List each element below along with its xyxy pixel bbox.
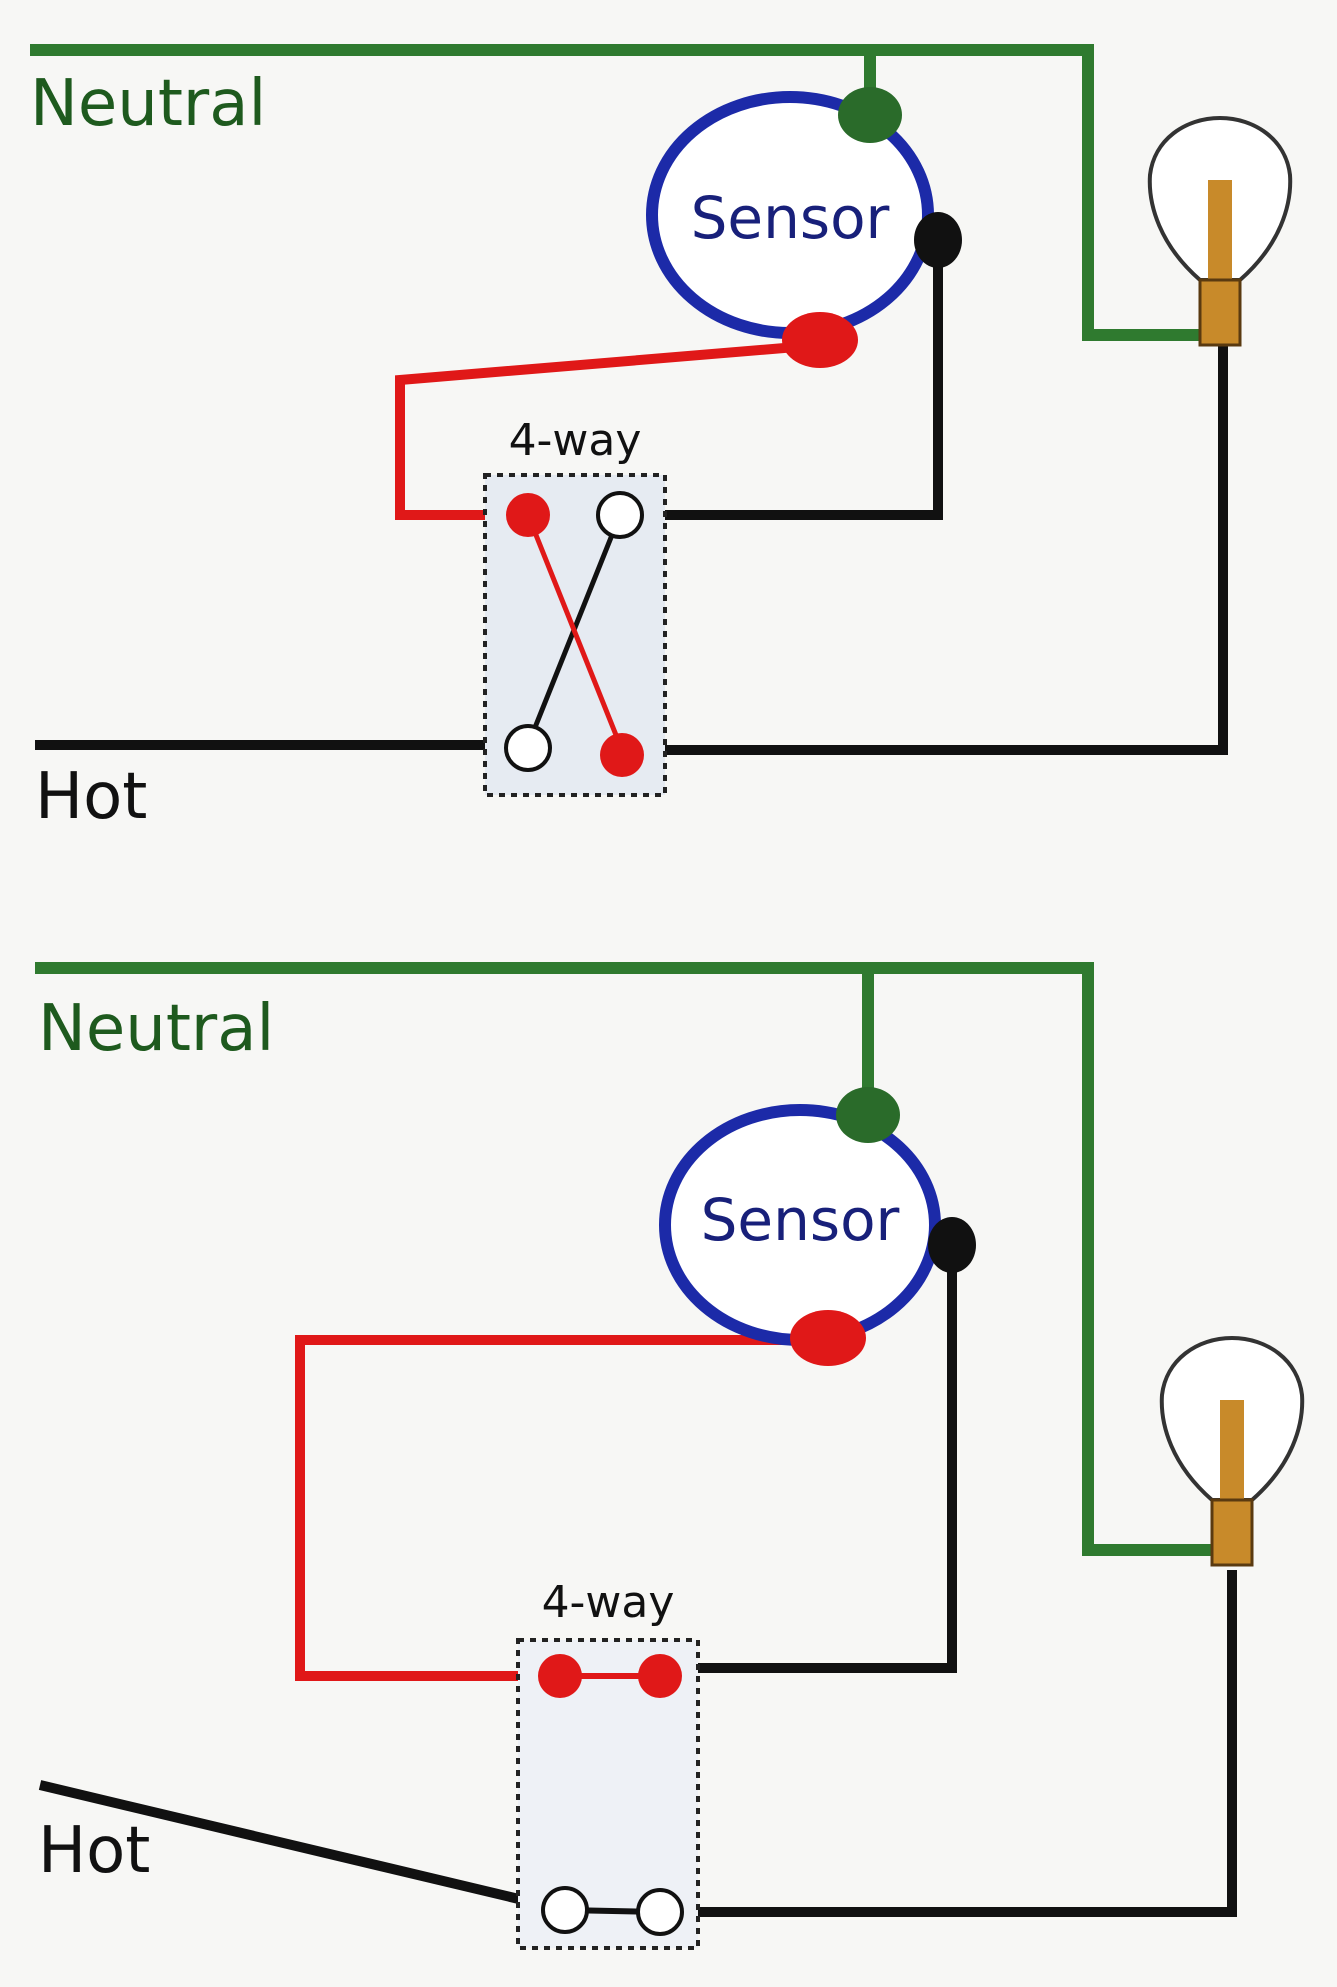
bulb-filament-support: [1220, 1400, 1244, 1500]
switch-terminal-bottom-left: [504, 724, 552, 772]
switch-terminal-top-right: [638, 1654, 682, 1698]
traveler-wire: [295, 1335, 828, 1681]
traveler-wire: [395, 340, 821, 520]
switch-terminal-top-left: [538, 1654, 582, 1698]
switch-terminal-top-left: [506, 493, 550, 537]
sensor-label: Sensor: [691, 184, 890, 252]
sensor-neutral-terminal: [836, 1087, 900, 1143]
light-bulb-icon: [1159, 1335, 1305, 1567]
sensor-black-wire: [622, 235, 943, 520]
bulb-base: [1210, 1498, 1254, 1567]
switch-label: 4-way: [542, 1577, 675, 1628]
neutral-label: Neutral: [30, 67, 266, 141]
sensor: Sensor: [659, 1087, 976, 1366]
switch-terminal-bottom-right: [636, 1888, 684, 1936]
diagram-bottom: Sensor 4-way Neutral Hot: [35, 962, 1305, 1950]
hot-label: Hot: [38, 1814, 150, 1888]
switch-terminal-bottom-left: [541, 1886, 589, 1934]
sensor-black-wire: [660, 1245, 957, 1673]
hot-wire-feed: [38, 1780, 567, 1915]
sensor: Sensor: [646, 87, 962, 368]
hot-wires: [35, 235, 1228, 755]
switch-terminal-bottom-right: [600, 733, 644, 777]
switch-terminal-top-right: [596, 491, 644, 539]
bulb-base: [1198, 278, 1242, 347]
sensor-black-terminal: [928, 1217, 976, 1273]
sensor-red-terminal: [782, 312, 858, 368]
switch-label: 4-way: [509, 415, 642, 466]
load-wire-to-bulb: [660, 1570, 1237, 1917]
load-wire-to-bulb: [622, 345, 1228, 755]
hot-label: Hot: [35, 760, 147, 834]
light-bulb-icon: [1147, 115, 1293, 347]
neutral-label: Neutral: [38, 992, 274, 1066]
four-way-switch: 4-way: [516, 1577, 700, 1950]
four-way-switch: 4-way: [483, 415, 667, 797]
bulb-filament-support: [1208, 180, 1232, 280]
neutral-wire-main: [35, 962, 1230, 1556]
neutral-wires: [35, 962, 1230, 1556]
neutral-wire-main: [30, 44, 1215, 341]
switch-internal-red: [525, 514, 625, 751]
sensor-neutral-terminal: [838, 87, 902, 143]
hot-wires: [38, 1245, 1237, 1917]
sensor-red-terminal: [790, 1310, 866, 1366]
diagram-top: Sensor 4-way Neutral Hot: [30, 44, 1293, 834]
sensor-label: Sensor: [701, 1186, 900, 1254]
sensor-black-terminal: [914, 212, 962, 268]
